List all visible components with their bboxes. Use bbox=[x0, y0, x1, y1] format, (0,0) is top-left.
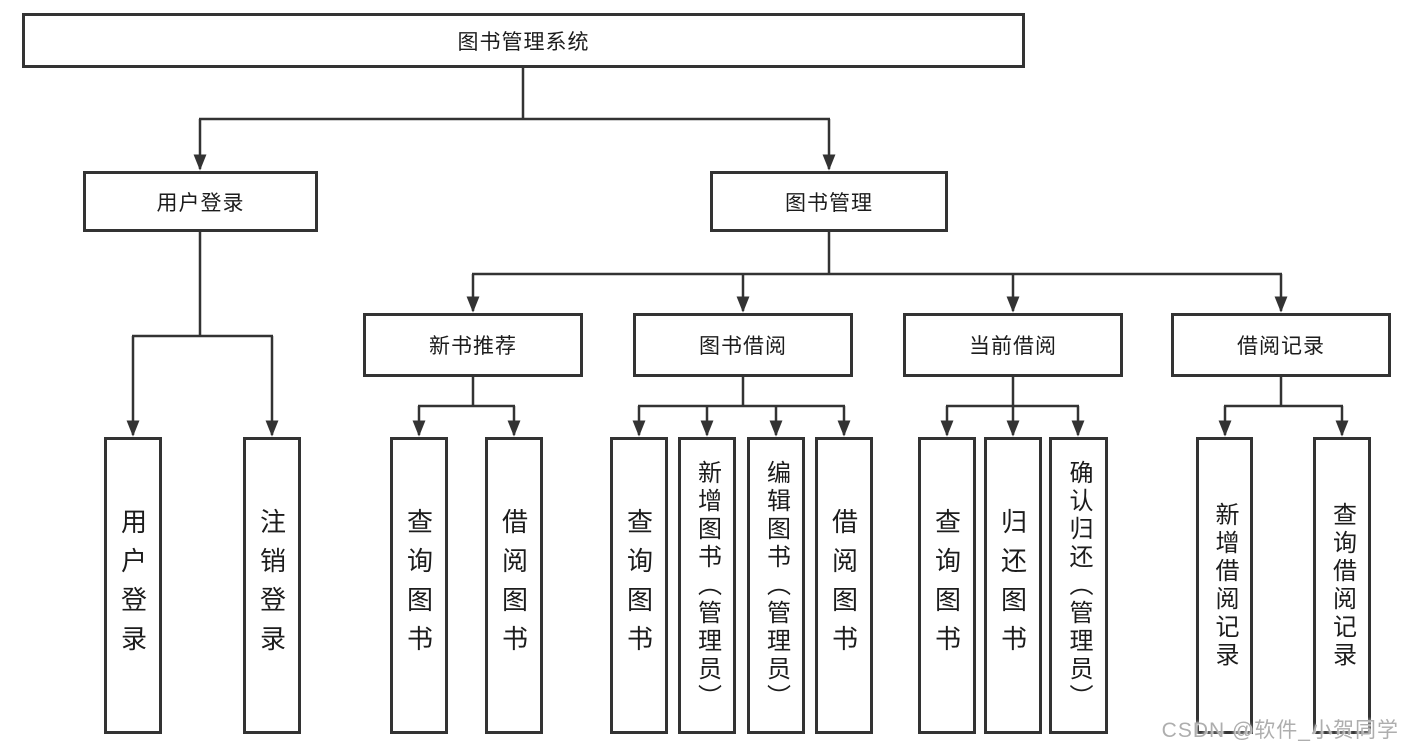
node-leaf-query-book-rec: 查询图书 bbox=[390, 437, 448, 734]
node-leaf-confirm-return-admin: 确认归还（管理员） bbox=[1049, 437, 1108, 734]
edge-current-trunk bbox=[946, 377, 1079, 408]
node-leaf-query-book-rec-label: 查询图书 bbox=[403, 507, 434, 664]
edge-book-mgmt-trunk bbox=[472, 232, 1282, 276]
node-user-login: 用户登录 bbox=[83, 171, 318, 232]
node-leaf-query-book-borrow-label: 查询图书 bbox=[623, 507, 654, 664]
node-leaf-query-book-current: 查询图书 bbox=[918, 437, 976, 734]
node-leaf-add-borrow-record-label: 新增借阅记录 bbox=[1211, 501, 1238, 670]
node-leaf-borrow-book-borrow-label: 借阅图书 bbox=[828, 507, 859, 664]
node-leaf-user-login-label: 用户登录 bbox=[117, 507, 148, 664]
node-leaf-borrow-book-rec: 借阅图书 bbox=[485, 437, 543, 734]
edge-record-trunk bbox=[1224, 377, 1343, 408]
node-leaf-query-borrow-record: 查询借阅记录 bbox=[1313, 437, 1371, 734]
node-root: 图书管理系统 bbox=[22, 13, 1025, 68]
node-leaf-confirm-return-admin-label: 确认归还（管理员） bbox=[1065, 459, 1092, 712]
node-leaf-query-borrow-record-label: 查询借阅记录 bbox=[1328, 501, 1356, 670]
node-root-label: 图书管理系统 bbox=[457, 30, 590, 54]
node-leaf-edit-book-admin: 编辑图书（管理员） bbox=[747, 437, 805, 734]
node-user-login-label: 用户登录 bbox=[156, 191, 245, 215]
node-leaf-edit-book-admin-label: 编辑图书（管理员） bbox=[762, 459, 790, 712]
edge-user-login-trunk bbox=[132, 232, 273, 338]
edge-newrec-trunk bbox=[418, 377, 515, 408]
node-leaf-query-book-borrow: 查询图书 bbox=[610, 437, 668, 734]
node-current-borrow: 当前借阅 bbox=[903, 313, 1123, 377]
node-leaf-query-book-current-label: 查询图书 bbox=[931, 507, 962, 664]
node-new-book-rec: 新书推荐 bbox=[363, 313, 583, 377]
node-book-borrow-label: 图书借阅 bbox=[699, 335, 787, 358]
node-current-borrow-label: 当前借阅 bbox=[969, 335, 1057, 358]
node-leaf-add-book-admin: 新增图书（管理员） bbox=[678, 437, 736, 734]
node-leaf-logout-login: 注销登录 bbox=[243, 437, 301, 734]
node-borrow-record-label: 借阅记录 bbox=[1237, 335, 1325, 358]
node-leaf-borrow-book-rec-label: 借阅图书 bbox=[498, 507, 529, 664]
node-leaf-return-book: 归还图书 bbox=[984, 437, 1042, 734]
node-book-borrow: 图书借阅 bbox=[633, 313, 853, 377]
node-leaf-add-borrow-record: 新增借阅记录 bbox=[1196, 437, 1253, 734]
node-borrow-record: 借阅记录 bbox=[1171, 313, 1391, 377]
node-leaf-logout-login-label: 注销登录 bbox=[256, 507, 287, 664]
node-new-book-rec-label: 新书推荐 bbox=[429, 335, 517, 358]
edge-borrow-trunk bbox=[638, 377, 845, 408]
node-leaf-add-book-admin-label: 新增图书（管理员） bbox=[693, 459, 721, 712]
node-leaf-user-login: 用户登录 bbox=[104, 437, 162, 734]
edge-root-trunk bbox=[199, 68, 830, 121]
connector-group bbox=[126, 68, 1349, 437]
node-book-mgmt: 图书管理 bbox=[710, 171, 948, 232]
node-leaf-borrow-book-borrow: 借阅图书 bbox=[815, 437, 873, 734]
node-book-mgmt-label: 图书管理 bbox=[785, 191, 873, 215]
node-leaf-return-book-label: 归还图书 bbox=[997, 507, 1028, 664]
